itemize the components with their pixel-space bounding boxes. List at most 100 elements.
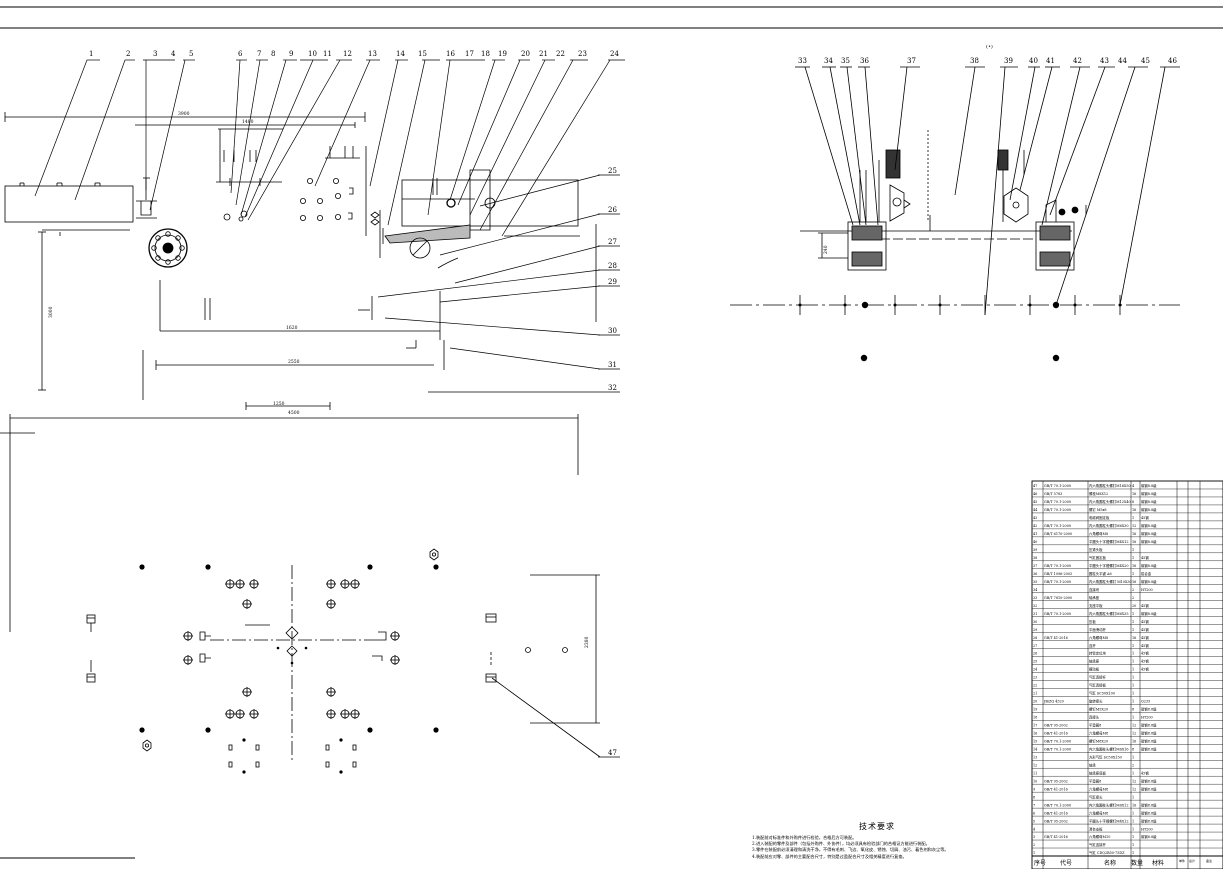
- balloon-41: 41: [1046, 57, 1055, 65]
- bom-cell: 18: [1033, 716, 1037, 720]
- bom-cell: GB/T 7810-2000: [1044, 596, 1072, 600]
- bom-cell: 碳钢8.8级: [1141, 707, 1157, 712]
- note-line: 1.装配前对标准件和外购件进行检验，合格后方可装配。: [752, 835, 857, 840]
- balloon-27: 27: [608, 238, 617, 246]
- bom-cell: 45钢: [1141, 603, 1149, 608]
- bom-cell: 8: [1132, 708, 1134, 712]
- dim-overall-top: 3900: [178, 111, 190, 117]
- balloon-43: 43: [1100, 57, 1109, 65]
- front-view: [4, 112, 597, 400]
- bom-cell: 1: [1132, 652, 1134, 656]
- bom-cell: 1: [1132, 668, 1134, 672]
- bom-cell: 内六角圆柱头螺钉M6X16: [1089, 746, 1128, 751]
- bom-cell: 1: [1132, 556, 1134, 560]
- balloon-26: 26: [608, 206, 617, 214]
- bom-cell: 螺钉M5X20: [1089, 707, 1108, 712]
- bom-cell: GB/T 95-2002: [1044, 779, 1068, 783]
- bom-cell: 27: [1033, 644, 1037, 648]
- bom-cell: 36: [1033, 572, 1037, 576]
- bom-cell: 碳钢8.8级: [1141, 523, 1157, 528]
- bom-cell: 轴承座: [1089, 595, 1100, 600]
- bom-cell: 16: [1132, 636, 1136, 640]
- balloon-10: 10: [308, 50, 317, 58]
- bom-cell: 24: [1033, 668, 1037, 672]
- bom-cell: 气缸连接杆: [1089, 675, 1107, 680]
- bom-cell: 碳钢8.8级: [1141, 491, 1157, 496]
- bom-cell: 碳钢8.8级: [1141, 723, 1157, 728]
- bom-cell: 41: [1033, 532, 1037, 536]
- bom-cell: 支座平板: [1089, 603, 1103, 608]
- bom-cell: 1: [1132, 771, 1134, 775]
- balloon-39: 39: [1004, 57, 1013, 65]
- bom-cell: 4: [1033, 827, 1035, 831]
- bom-cell: 1: [1132, 811, 1134, 815]
- balloon-30: 30: [608, 327, 617, 335]
- bom-cell: 12: [1132, 779, 1136, 783]
- bom-cell: 12: [1132, 787, 1136, 791]
- dim-plan-width: 4500: [288, 410, 300, 416]
- bom-cell: 平垫圈8: [1089, 723, 1101, 728]
- bom-cell: JB/ZQ 4320: [1043, 700, 1064, 704]
- bom-cell: 33: [1033, 596, 1037, 600]
- bom-cell: 17: [1033, 724, 1037, 728]
- balloon-23: 23: [578, 50, 587, 58]
- bom-cell: 16: [1132, 803, 1136, 807]
- bom-cell: 45钢: [1141, 643, 1149, 648]
- balloon-32: 32: [608, 384, 617, 392]
- bom-cell: 1: [1132, 827, 1134, 831]
- bom-cell: GB/T 95-2002: [1044, 724, 1068, 728]
- bom-cell: 38: [1033, 556, 1037, 560]
- bom-cell: 1: [1033, 851, 1035, 855]
- bom-cell: 16: [1132, 580, 1136, 584]
- dim-bottom-inner: 1620: [286, 325, 298, 331]
- balloon-15: 15: [418, 50, 427, 58]
- dim-left-height: 3000: [48, 306, 54, 318]
- balloon-leaders-front: [34, 59, 625, 393]
- bom-cell: 20: [1132, 604, 1136, 608]
- bom-cell: 16: [1033, 732, 1037, 736]
- bom-cell: GB/T 70.1-2000: [1044, 564, 1071, 568]
- bom-cell: 碳钢8.8级: [1141, 746, 1157, 751]
- balloon-8: 8: [271, 50, 275, 58]
- bom-cell: GB/T 1096-2003: [1044, 572, 1072, 576]
- bom-cell: 六角螺母M10: [1089, 834, 1110, 839]
- bom-cell: 1: [1132, 755, 1134, 759]
- bom-cell: 气缸连接板: [1089, 683, 1107, 688]
- dim-mid: 1480: [242, 119, 254, 125]
- bom-cell: 16: [1132, 540, 1136, 544]
- bom-cell: GB/T 6170-2000: [1044, 532, 1072, 536]
- bom-cell: GB/T 70.1-2000: [1044, 484, 1071, 488]
- bom-cell: 23: [1033, 676, 1037, 680]
- bom-header: 材料: [1152, 859, 1164, 867]
- balloon-38: 38: [970, 57, 979, 65]
- bom-cell: 碳钢8.8级: [1141, 834, 1157, 839]
- bom-cell: 气缸接头: [1089, 794, 1103, 799]
- bom-cell: GB/T 70.1-2000: [1044, 508, 1071, 512]
- bom-cell: 轴承座底板: [1089, 770, 1107, 775]
- balloon-20: 20: [521, 50, 530, 58]
- bom-cell: 15: [1033, 739, 1037, 743]
- bom-cell: 碳钢8.8级: [1141, 507, 1157, 512]
- bom-cell: GB/T 95-2002: [1044, 819, 1068, 823]
- bom-cell: 11: [1033, 771, 1037, 775]
- bom-cell: 1: [1132, 644, 1134, 648]
- bom-cell: 26: [1033, 652, 1037, 656]
- balloon-16: 16: [446, 50, 455, 58]
- bom-cell: 连接块: [1089, 587, 1100, 592]
- bom-cell: 1: [1132, 620, 1134, 624]
- bom-cell: 平圆头十字槽螺钉M4X12: [1089, 539, 1128, 544]
- bom-cell: 六角螺母M8: [1089, 810, 1108, 815]
- bom-cell: 45钢: [1141, 619, 1149, 624]
- bom-cell: 45钢: [1141, 667, 1149, 672]
- bom-header: 名称: [1104, 859, 1116, 867]
- bom-cell: 1: [1132, 684, 1134, 688]
- balloon-31: 31: [608, 361, 617, 369]
- balloon-25: 25: [608, 167, 617, 175]
- balloon-2: 2: [126, 50, 130, 58]
- bom-cell: 1: [1132, 819, 1134, 823]
- bom-cell: 8: [1132, 747, 1134, 751]
- bom-cell: 30: [1033, 620, 1037, 624]
- bom-cell: 1: [1132, 700, 1134, 704]
- bom-cell: 碳钢8.8级: [1141, 786, 1157, 791]
